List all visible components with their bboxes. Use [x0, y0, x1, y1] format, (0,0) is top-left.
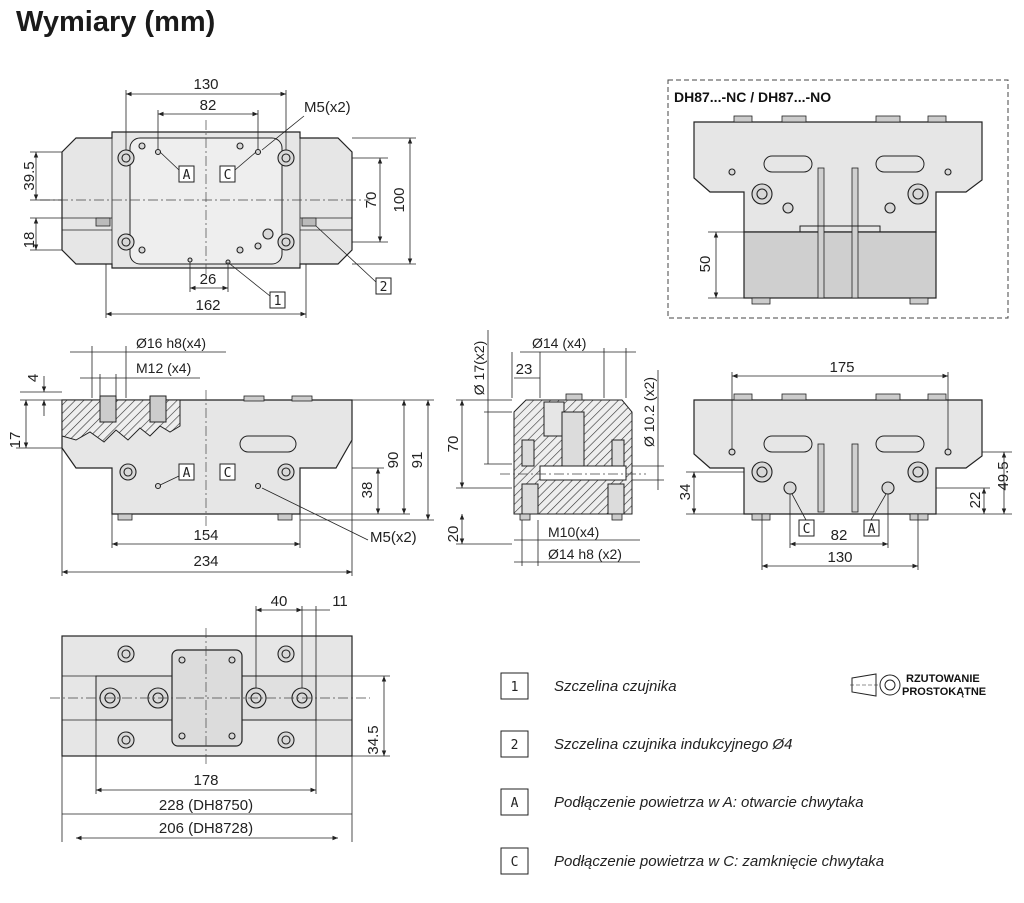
top-label-2: 2	[380, 280, 388, 295]
side-dim-34: 34	[677, 484, 694, 501]
bottom-dim-228: 228 (DH8750)	[159, 797, 253, 814]
legend-item: A Podłączenie powietrza w A: otwarcie ch…	[500, 788, 864, 816]
legend-key: 1	[511, 680, 519, 695]
detail-title: DH87...-NC / DH87...-NO	[674, 89, 831, 105]
front-dim-154: 154	[193, 527, 218, 544]
section-dim-m10: M10(x4)	[548, 524, 599, 540]
detail-view: DH87...-NC / DH87...-NO 50	[667, 79, 1009, 319]
top-dim-82: 82	[200, 97, 217, 114]
legend-item: 1 Szczelina czujnika	[500, 672, 677, 700]
top-dim-70: 70	[363, 192, 380, 209]
side-dim-130: 130	[827, 549, 852, 566]
legend-item: C Podłączenie powietrza w C: zamknięcie …	[500, 847, 884, 875]
front-label-a: A	[183, 466, 191, 481]
detail-lower-block	[743, 231, 937, 299]
top-dim-m5: M5(x2)	[304, 99, 351, 116]
section-dim-23: 23	[516, 361, 533, 378]
side-dim-22: 22	[967, 492, 984, 509]
legend-text: Podłączenie powietrza w C: zamknięcie ch…	[554, 853, 884, 870]
front-view: Ø16 h8(x4) M12 (x4) 4 17 90 91 38 154 23…	[7, 335, 434, 576]
side-dim-175: 175	[829, 359, 854, 376]
section-view: Ø 17(x2) 23 Ø14 (x4) 70 20 Ø 10.2 (x2) M…	[445, 330, 664, 566]
bottom-view: 40 11 34.5 178 228 (DH8750) 206 (DH8728)	[50, 593, 390, 842]
front-label-c: C	[224, 466, 232, 481]
legend-text: Szczelina czujnika indukcyjnego Ø4	[554, 736, 792, 753]
detail-dim-50: 50	[697, 256, 714, 273]
legend-key: C	[511, 855, 519, 870]
projection-symbol: RZUTOWANIE PROSTOKĄTNE	[850, 673, 986, 698]
side-view: 175 49.5 22 34 82 130 C A	[677, 359, 1012, 570]
legend: 1 Szczelina czujnika 2 Szczelina czujnik…	[500, 672, 884, 875]
projection-line2: PROSTOKĄTNE	[902, 686, 986, 698]
legend-text: Szczelina czujnika	[554, 678, 677, 695]
front-dim-m5: M5(x2)	[370, 529, 417, 546]
side-label-c: C	[803, 522, 811, 537]
top-dim-130: 130	[193, 76, 218, 93]
bottom-dim-206: 206 (DH8728)	[159, 820, 253, 837]
bottom-dim-11: 11	[332, 593, 348, 610]
bottom-dim-34-5: 34.5	[365, 725, 382, 754]
front-dim-d16: Ø16 h8(x4)	[136, 335, 206, 351]
section-dim-d14: Ø14 (x4)	[532, 335, 586, 351]
top-view: 130 82 M5(x2) 39.5 18 70 100 26 162 A C …	[21, 76, 416, 318]
top-dim-39-5: 39.5	[21, 161, 38, 190]
front-dim-234: 234	[193, 553, 218, 570]
bottom-dim-178: 178	[193, 772, 218, 789]
legend-item: 2 Szczelina czujnika indukcyjnego Ø4	[500, 730, 792, 758]
top-dim-162: 162	[195, 297, 220, 314]
front-dim-4: 4	[25, 374, 42, 382]
front-dim-m12: M12 (x4)	[136, 360, 191, 376]
detail-frame	[667, 79, 1009, 319]
front-dim-90: 90	[385, 452, 402, 469]
front-dim-38: 38	[359, 482, 376, 499]
section-dim-d10-2: Ø 10.2 (x2)	[641, 377, 657, 447]
front-dim-17: 17	[7, 432, 24, 449]
top-dim-18: 18	[21, 232, 38, 249]
side-label-a: A	[868, 522, 876, 537]
section-dim-70: 70	[445, 436, 462, 453]
section-dim-20: 20	[445, 526, 462, 543]
page-title: Wymiary (mm)	[16, 6, 216, 38]
side-dim-82: 82	[831, 527, 848, 544]
top-label-1: 1	[274, 294, 282, 309]
legend-key: 2	[511, 738, 519, 753]
bottom-dim-40: 40	[271, 593, 288, 610]
top-label-a: A	[183, 168, 191, 183]
front-dim-91: 91	[409, 452, 426, 469]
side-dim-49-5: 49.5	[995, 461, 1012, 490]
top-label-c: C	[224, 168, 232, 183]
projection-line1: RZUTOWANIE	[906, 673, 980, 685]
legend-text: Podłączenie powietrza w A: otwarcie chwy…	[554, 794, 864, 811]
section-dim-d14h8: Ø14 h8 (x2)	[548, 546, 622, 562]
top-dim-100: 100	[391, 187, 408, 212]
top-dim-26: 26	[200, 271, 217, 288]
section-dim-d17: Ø 17(x2)	[471, 341, 487, 395]
legend-key: A	[511, 796, 519, 811]
